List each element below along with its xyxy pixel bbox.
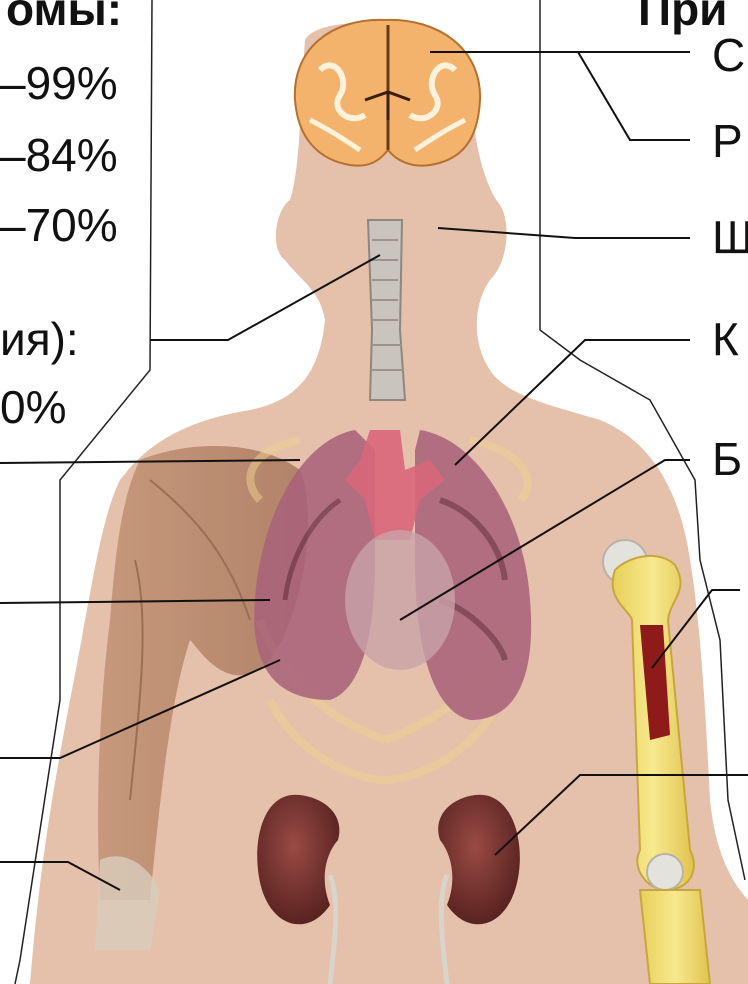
trachea-icon <box>368 220 405 400</box>
right-label-5: Б <box>712 436 742 482</box>
right-label-4: К <box>712 316 739 362</box>
right-label-1: С <box>712 32 745 78</box>
left-heading-fragment: омы: <box>6 0 122 32</box>
left-label-fragment: ия): <box>0 316 79 362</box>
right-heading-fragment: При <box>638 0 727 32</box>
right-label-2: Р <box>712 118 743 164</box>
stat-line-1: –99% <box>0 60 118 106</box>
left-value-fragment: 0% <box>0 384 66 430</box>
right-label-3: Щ <box>712 214 748 260</box>
brain-icon <box>295 20 480 166</box>
stat-line-2: –84% <box>0 132 118 178</box>
stat-line-3: –70% <box>0 202 118 248</box>
